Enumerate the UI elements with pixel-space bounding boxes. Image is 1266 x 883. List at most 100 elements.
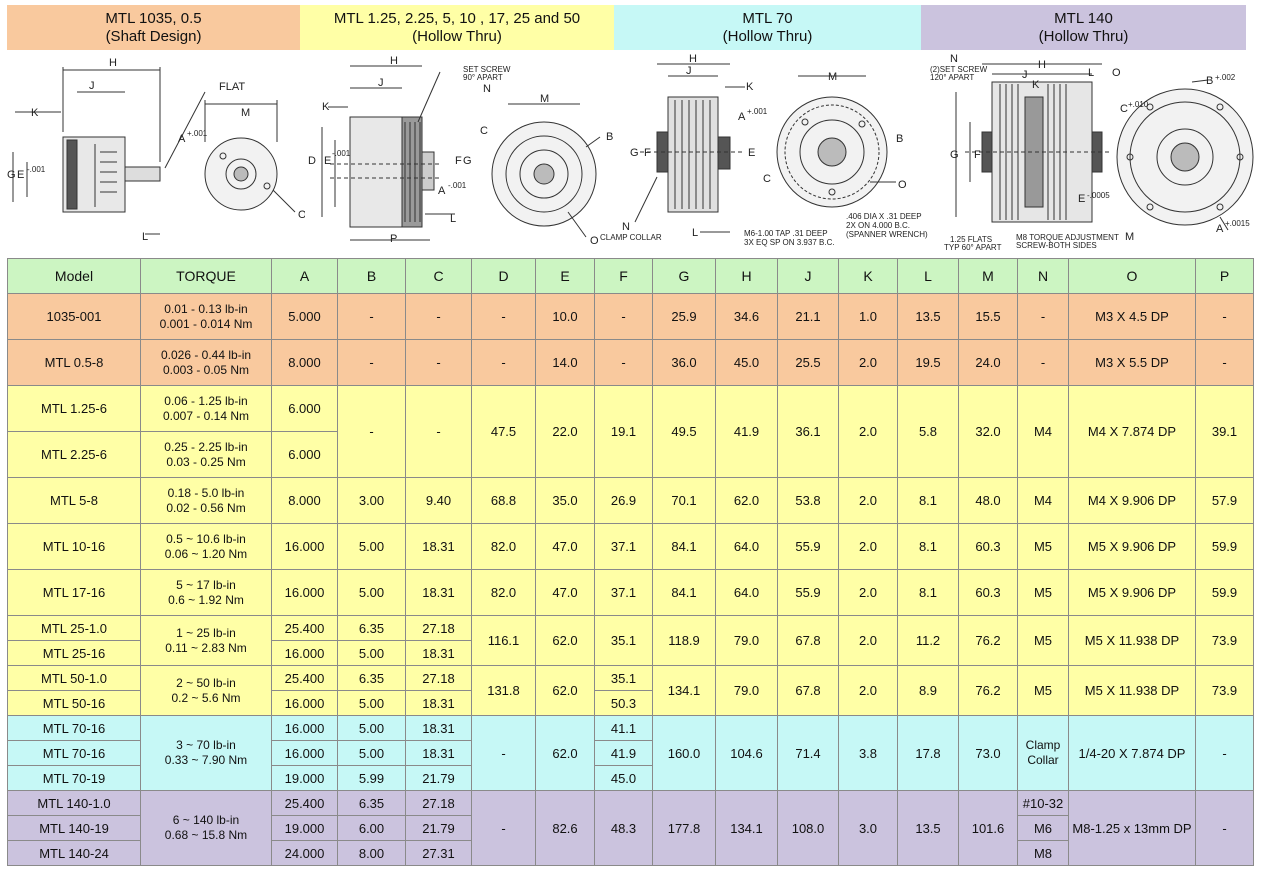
table-cell: M3 X 4.5 DP bbox=[1068, 293, 1196, 340]
table-cell: 21.79 bbox=[405, 765, 472, 791]
dim-k: K bbox=[31, 107, 39, 119]
table-cell: 82.0 bbox=[471, 569, 536, 616]
table-cell: MTL 50-16 bbox=[7, 690, 141, 716]
table-cell: 18.31 bbox=[405, 523, 472, 570]
label-tap-1: M6-1.00 TAP .31 DEEP bbox=[744, 229, 828, 238]
table-cell: 2.0 bbox=[838, 339, 898, 386]
table-cell: 67.8 bbox=[777, 615, 839, 666]
dim-e-tol: -.001 bbox=[27, 165, 46, 174]
table-cell: 6.000 bbox=[271, 431, 338, 478]
cell-line-1: 6 ~ 140 lb-in bbox=[172, 813, 240, 827]
header-title: MTL 70 bbox=[742, 9, 793, 27]
table-cell: 18.31 bbox=[405, 690, 472, 716]
table-cell: #10-32 bbox=[1017, 790, 1069, 816]
table-cell: 2.0 bbox=[838, 523, 898, 570]
cell-line-2: Collar bbox=[1027, 753, 1059, 767]
table-cell: M5 bbox=[1017, 523, 1069, 570]
table-cell: 70.1 bbox=[652, 477, 716, 524]
column-header: A bbox=[271, 258, 338, 294]
table-cell: - bbox=[1195, 790, 1254, 866]
column-header: M bbox=[958, 258, 1018, 294]
column-header: D bbox=[471, 258, 536, 294]
table-cell: 8.1 bbox=[897, 523, 959, 570]
table-cell: 19.5 bbox=[897, 339, 959, 386]
table-cell: - bbox=[1017, 339, 1069, 386]
table-cell: MTL 70-16 bbox=[7, 715, 141, 741]
table-cell: 67.8 bbox=[777, 665, 839, 716]
header-title: MTL 1.25, 2.25, 5, 10 , 17, 25 and 50 bbox=[333, 9, 581, 27]
table-cell: 15.5 bbox=[958, 293, 1018, 340]
cell-line-2: 0.007 - 0.14 Nm bbox=[162, 408, 250, 423]
table-cell: 36.1 bbox=[777, 385, 839, 478]
column-header: Model bbox=[7, 258, 141, 294]
table-cell: 131.8 bbox=[471, 665, 536, 716]
table-cell: 55.9 bbox=[777, 569, 839, 616]
cell-line-2: 0.11 ~ 2.83 Nm bbox=[165, 640, 247, 655]
label-tap-2: 3X EQ SP ON 3.937 B.C. bbox=[744, 238, 835, 247]
drawing-mtl-140: N (2)SET SCREW 120° APART H J K L O B +.… bbox=[930, 52, 1260, 252]
table-cell: 8.1 bbox=[897, 569, 959, 616]
dim-f: F bbox=[644, 147, 651, 159]
label-apart: 90° APART bbox=[463, 73, 503, 82]
dim-a: A bbox=[438, 185, 446, 197]
table-cell: 27.18 bbox=[405, 615, 472, 641]
label-flat: FLAT bbox=[219, 81, 245, 93]
table-cell: 50.3 bbox=[594, 690, 653, 716]
table-cell: - bbox=[1017, 293, 1069, 340]
table-cell: 2.0 bbox=[838, 477, 898, 524]
table-cell: 5.000 bbox=[271, 293, 338, 340]
cell-line-2: 0.68 ~ 15.8 Nm bbox=[164, 828, 248, 842]
column-header: F bbox=[594, 258, 653, 294]
table-cell: 57.9 bbox=[1195, 477, 1254, 524]
table-cell: 25.400 bbox=[271, 790, 338, 816]
column-header: J bbox=[777, 258, 839, 294]
dim-e: E bbox=[324, 155, 331, 167]
dim-g: G bbox=[630, 147, 639, 159]
table-cell: MTL 25-16 bbox=[7, 640, 141, 666]
table-cell: - bbox=[337, 385, 406, 478]
cell-line-2: 0.33 ~ 7.90 Nm bbox=[164, 753, 248, 767]
table-cell: 73.0 bbox=[958, 715, 1018, 791]
dim-e: E bbox=[1078, 193, 1085, 205]
header-title: MTL 1035, 0.5 bbox=[105, 9, 202, 27]
table-cell: MTL 2.25-6 bbox=[7, 431, 141, 478]
dim-l: L bbox=[692, 227, 698, 239]
drawing-mtl-1035: H J K FLAT M A +.001 G E -.001 L O bbox=[5, 52, 307, 252]
dim-h: H bbox=[109, 57, 117, 69]
table-cell: 35.1 bbox=[594, 615, 653, 666]
table-cell: 48.3 bbox=[594, 790, 653, 866]
table-cell: 76.2 bbox=[958, 665, 1018, 716]
table-cell: MTL 140-19 bbox=[7, 815, 141, 841]
dim-l: L bbox=[142, 231, 148, 243]
dim-e-tol: -.0005 bbox=[1087, 191, 1110, 200]
label-apart: 120° APART bbox=[930, 73, 974, 82]
table-cell: 2.0 bbox=[838, 385, 898, 478]
table-cell: 21.1 bbox=[777, 293, 839, 340]
table-cell: 84.1 bbox=[652, 523, 716, 570]
table-cell: MTL 5-8 bbox=[7, 477, 141, 524]
table-cell: - bbox=[1195, 339, 1254, 386]
table-cell: - bbox=[594, 339, 653, 386]
table-cell: 2.0 bbox=[838, 665, 898, 716]
table-cell: 25.9 bbox=[652, 293, 716, 340]
label-setscrew: (2)SET SCREW bbox=[930, 65, 988, 74]
dim-f: F bbox=[455, 155, 462, 167]
table-cell: 79.0 bbox=[715, 615, 778, 666]
table-cell: 6.35 bbox=[337, 790, 406, 816]
table-cell: 16.000 bbox=[271, 740, 338, 766]
table-cell: 1/4-20 X 7.874 DP bbox=[1068, 715, 1196, 791]
table-cell: M8 bbox=[1017, 840, 1069, 866]
table-cell: 18.31 bbox=[405, 640, 472, 666]
table-cell: 41.9 bbox=[715, 385, 778, 478]
dim-m: M bbox=[828, 71, 837, 83]
table-cell: MTL 25-1.0 bbox=[7, 615, 141, 641]
table-cell: 18.31 bbox=[405, 715, 472, 741]
table-cell: 11.2 bbox=[897, 615, 959, 666]
table-cell: 35.1 bbox=[594, 665, 653, 691]
table-cell: 16.000 bbox=[271, 569, 338, 616]
table-cell: 27.31 bbox=[405, 840, 472, 866]
table-cell: 84.1 bbox=[652, 569, 716, 616]
table-cell: 3.8 bbox=[838, 715, 898, 791]
